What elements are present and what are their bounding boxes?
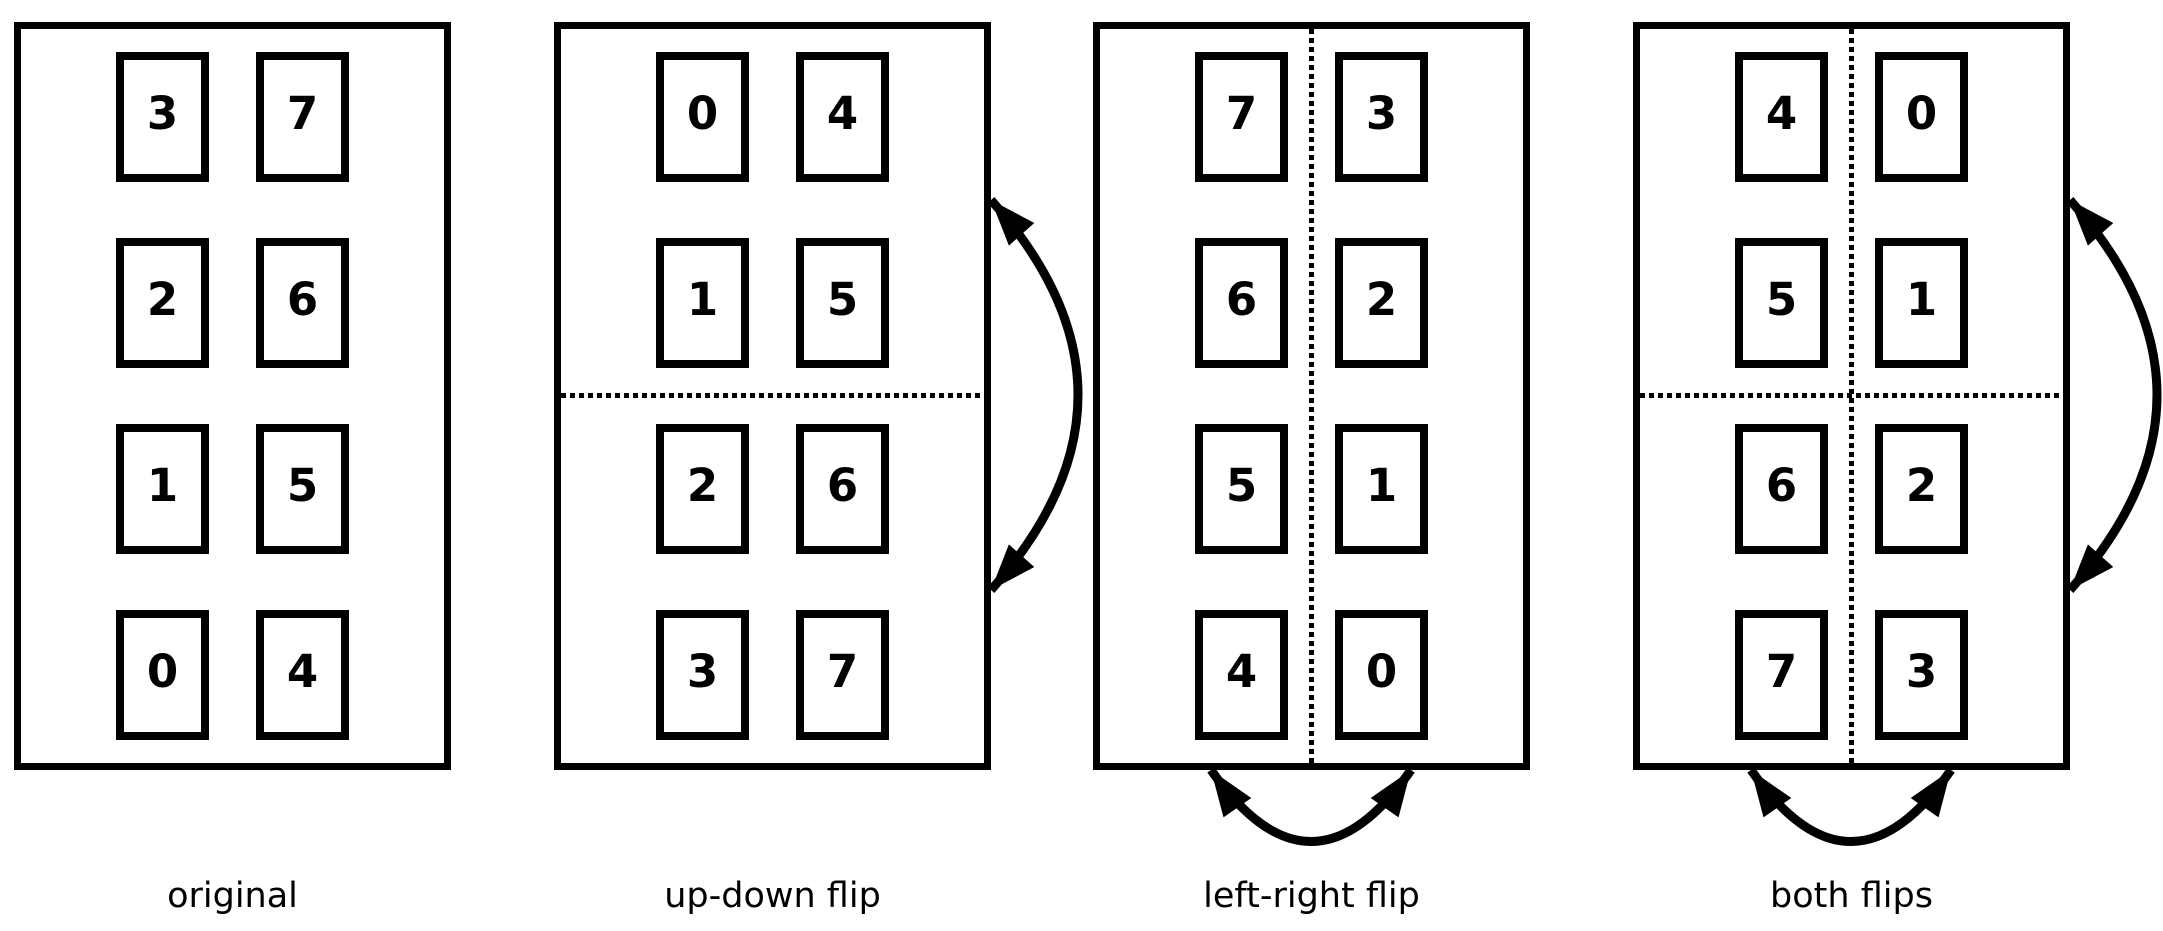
vertical-fold-line bbox=[1849, 29, 1854, 763]
cell-number: 1 bbox=[1365, 458, 1398, 512]
cell-number: 1 bbox=[146, 458, 179, 512]
cell-number: 6 bbox=[826, 458, 859, 512]
grid-cell: 5 bbox=[1735, 238, 1828, 368]
cell-number: 4 bbox=[1765, 86, 1798, 140]
panel-original: 3 7 2 6 1 5 0 4 bbox=[14, 22, 451, 770]
grid-cell: 3 bbox=[116, 52, 209, 182]
grid-cell: 7 bbox=[1735, 610, 1828, 740]
grid-cell: 4 bbox=[1735, 52, 1828, 182]
left-right-flip-arrow-icon bbox=[1721, 761, 1981, 856]
cell-number: 3 bbox=[1905, 644, 1938, 698]
grid-cell: 5 bbox=[256, 424, 349, 554]
grid-cell: 4 bbox=[796, 52, 889, 182]
grid-cell: 7 bbox=[796, 610, 889, 740]
grid-cell: 6 bbox=[1735, 424, 1828, 554]
cell-number: 7 bbox=[1765, 644, 1798, 698]
grid-cell: 0 bbox=[1875, 52, 1968, 182]
cell-number: 4 bbox=[286, 644, 319, 698]
grid-cell: 7 bbox=[256, 52, 349, 182]
horizontal-fold-line bbox=[561, 393, 984, 398]
grid-cell: 3 bbox=[1335, 52, 1428, 182]
grid-cell: 0 bbox=[656, 52, 749, 182]
cell-number: 3 bbox=[1365, 86, 1398, 140]
grid-cell: 1 bbox=[1335, 424, 1428, 554]
grid-cell: 0 bbox=[1335, 610, 1428, 740]
panel-both-flips: 4 0 5 1 6 2 7 3 bbox=[1633, 22, 2070, 770]
grid-cell: 0 bbox=[116, 610, 209, 740]
cell-number: 7 bbox=[826, 644, 859, 698]
grid-cell: 1 bbox=[116, 424, 209, 554]
cell-number: 0 bbox=[1905, 86, 1938, 140]
grid-cell: 6 bbox=[1195, 238, 1288, 368]
grid-cell: 2 bbox=[656, 424, 749, 554]
panel-left-right-flip: 7 3 6 2 5 1 4 0 bbox=[1093, 22, 1530, 770]
grid-cell: 2 bbox=[1875, 424, 1968, 554]
cell-number: 3 bbox=[146, 86, 179, 140]
cell-number: 6 bbox=[286, 272, 319, 326]
cell-number: 5 bbox=[1225, 458, 1258, 512]
up-down-flip-arrow-icon bbox=[2064, 184, 2163, 624]
cell-number: 0 bbox=[686, 86, 719, 140]
label-original: original bbox=[167, 876, 298, 916]
cell-number: 7 bbox=[286, 86, 319, 140]
grid-cell: 1 bbox=[1875, 238, 1968, 368]
cell-number: 0 bbox=[1365, 644, 1398, 698]
grid-cell: 7 bbox=[1195, 52, 1288, 182]
grid-cell: 6 bbox=[796, 424, 889, 554]
cell-number: 2 bbox=[686, 458, 719, 512]
grid-cell: 1 bbox=[656, 238, 749, 368]
cell-number: 4 bbox=[1225, 644, 1258, 698]
grid-cell: 5 bbox=[1195, 424, 1288, 554]
cell-number: 5 bbox=[286, 458, 319, 512]
cell-number: 6 bbox=[1225, 272, 1258, 326]
grid-cell: 3 bbox=[656, 610, 749, 740]
cell-number: 2 bbox=[146, 272, 179, 326]
cell-number: 0 bbox=[146, 644, 179, 698]
cell-number: 1 bbox=[1905, 272, 1938, 326]
cell-number: 1 bbox=[686, 272, 719, 326]
label-left-right-flip: left-right flip bbox=[1203, 876, 1420, 916]
grid-cell: 2 bbox=[1335, 238, 1428, 368]
cell-number: 5 bbox=[826, 272, 859, 326]
grid-cell: 3 bbox=[1875, 610, 1968, 740]
panel-up-down-flip: 0 4 1 5 2 6 3 7 bbox=[554, 22, 991, 770]
label-up-down-flip: up-down flip bbox=[664, 876, 881, 916]
cell-number: 6 bbox=[1765, 458, 1798, 512]
cell-number: 2 bbox=[1905, 458, 1938, 512]
cell-number: 5 bbox=[1765, 272, 1798, 326]
grid-cell: 6 bbox=[256, 238, 349, 368]
cell-number: 2 bbox=[1365, 272, 1398, 326]
left-right-flip-arrow-icon bbox=[1181, 761, 1441, 856]
label-both-flips: both flips bbox=[1770, 876, 1933, 916]
vertical-fold-line bbox=[1309, 29, 1314, 763]
cell-number: 3 bbox=[686, 644, 719, 698]
cell-number: 7 bbox=[1225, 86, 1258, 140]
grid-cell: 5 bbox=[796, 238, 889, 368]
grid-cell: 4 bbox=[1195, 610, 1288, 740]
up-down-flip-arrow-icon bbox=[985, 184, 1115, 624]
grid-cell: 2 bbox=[116, 238, 209, 368]
grid-cell: 4 bbox=[256, 610, 349, 740]
cell-number: 4 bbox=[826, 86, 859, 140]
